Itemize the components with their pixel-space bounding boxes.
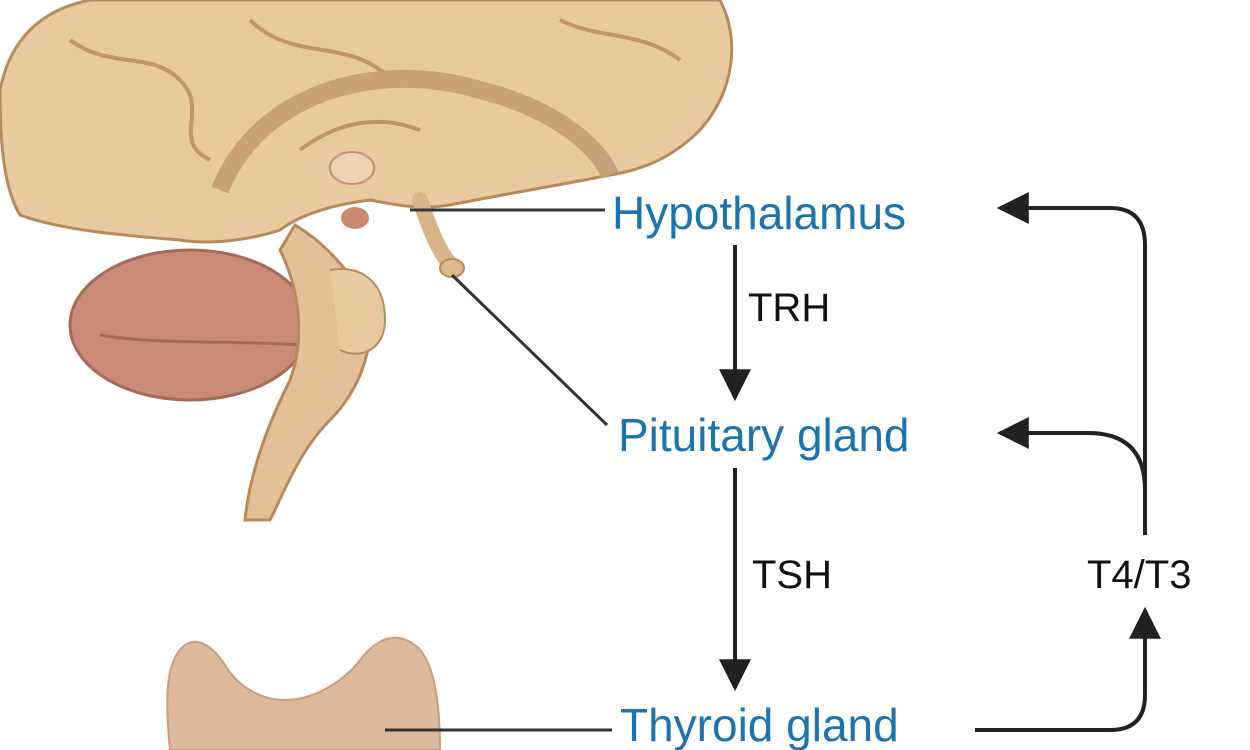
brain-illustration	[0, 0, 734, 522]
trh-label: TRH	[748, 286, 831, 330]
feedback-arrow-pituitary	[996, 417, 1147, 491]
t4-t3-label: T4/T3	[1087, 553, 1192, 597]
pituitary-leader-line	[450, 273, 609, 427]
brain-fold-1	[68, 38, 211, 162]
hypothalamus-label: Hypothalamus	[612, 187, 907, 239]
thalamus	[329, 151, 375, 185]
pons	[329, 268, 387, 355]
corpus-callosum	[211, 69, 619, 194]
feedback-arrow-up	[975, 606, 1161, 732]
pituitary-body	[439, 258, 465, 278]
brain-fold-3	[559, 18, 682, 62]
hypothalamus-region	[341, 207, 369, 229]
feedback-arrow-hypothalamus	[996, 192, 1147, 535]
thyroid-gland-label: Thyroid gland	[620, 699, 899, 750]
cerebellum	[68, 248, 312, 402]
cerebellum-fold	[99, 333, 301, 347]
tsh-label: TSH	[752, 553, 832, 597]
pituitary-gland-label: Pituitary gland	[618, 409, 910, 461]
thyroid-illustration	[166, 636, 442, 750]
brain-fold-4	[298, 119, 421, 152]
